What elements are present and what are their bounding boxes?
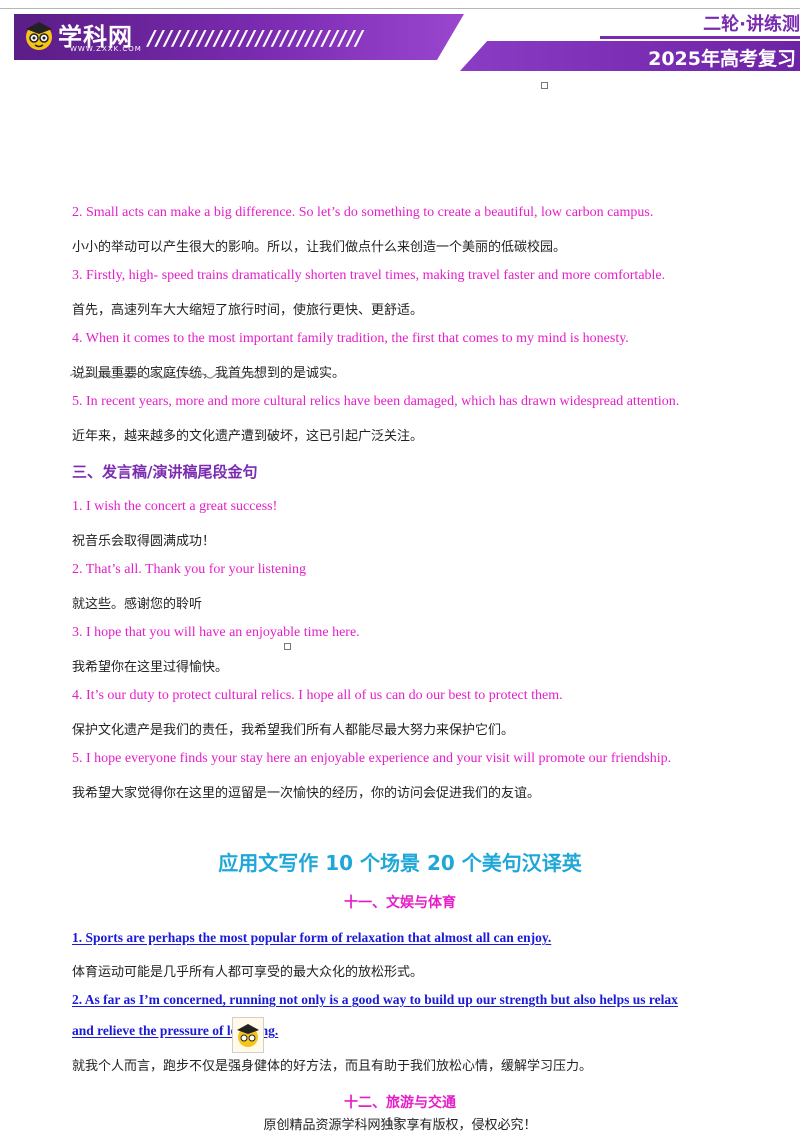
- page-header: 学科网 WWW.ZXXK.COM ///////////////////////…: [0, 0, 800, 72]
- sentence-zh: 我希望大家觉得你在这里的逗留是一次愉快的经历，你的访问会促进我们的友谊。: [72, 786, 541, 801]
- year-band: [460, 41, 800, 71]
- sentence-en-bold: 1. Sports are perhaps the most popular f…: [72, 930, 552, 945]
- sentence-zh: 说到最重要的家庭传统，我首先想到的是诚实。: [72, 366, 346, 381]
- anchor-mark-icon: [284, 643, 291, 650]
- logo-band: [14, 14, 464, 60]
- sentence-en: 1. I wish the concert a great success!: [72, 499, 278, 514]
- sentence-en: 4. It’s our duty to protect cultural rel…: [72, 688, 563, 703]
- sentence-zh: 首先，高速列车大大缩短了旅行时间，使旅行更快、更舒适。: [72, 303, 424, 318]
- logo-text: 学科网: [58, 23, 133, 51]
- logo-url: WWW.ZXXK.COM: [70, 45, 142, 53]
- sentence-zh: 保护文化遗产是我们的责任，我希望我们所有人都能尽最大努力来保护它们。: [72, 723, 515, 738]
- wavy-underline-mark: [70, 373, 263, 379]
- sentence-zh: 就我个人而言，跑步不仅是强身健体的好方法，而且有助于我们放松心情，缓解学习压力。: [72, 1059, 593, 1074]
- sentence-en: 3. I hope that you will have an enjoyabl…: [72, 625, 360, 640]
- sentence-zh: 小小的举动可以产生很大的影响。所以，让我们做点什么来创造一个美丽的低碳校园。: [72, 240, 567, 255]
- header-slash-pattern: //////////////////////////: [148, 26, 364, 50]
- sentence-en: 5. I hope everyone finds your stay here …: [72, 751, 672, 766]
- chapter-title: 应用文写作 10 个场景 20 个美句汉译英: [218, 851, 582, 875]
- mascot-logo-icon: [26, 22, 52, 50]
- page-number: 13: [386, 1114, 401, 1129]
- copyright-footer: 原创精品资源学科网独家享有版权，侵权必究！: [263, 1118, 537, 1133]
- sentence-zh: 我希望你在这里过得愉快。: [72, 660, 229, 675]
- sentence-en: 5. In recent years, more and more cultur…: [72, 394, 680, 409]
- subsection-title: 十一、文娱与体育: [344, 895, 456, 911]
- header-top-rule: [0, 8, 800, 9]
- series-title: 二轮·讲练测: [703, 14, 800, 35]
- sentence-en-bold: 2. As far as I’m concerned, running not …: [72, 992, 678, 1007]
- sentence-zh: 近年来，越来越多的文化遗产遭到破坏，这已引起广泛关注。: [72, 429, 424, 444]
- sentence-en: 2. Small acts can make a big difference.…: [72, 205, 654, 220]
- sentence-zh: 就这些。感谢您的聆听: [72, 597, 203, 612]
- sentence-en: 2. That’s all. Thank you for your listen…: [72, 562, 306, 577]
- sentence-en: 3. Firstly, high- speed trains dramatica…: [72, 268, 666, 283]
- sentence-zh: 体育运动可能是几乎所有人都可享受的最大众化的放松形式。: [72, 965, 424, 980]
- sentence-zh: 祝音乐会取得圆满成功！: [72, 534, 216, 549]
- subsection-title: 十二、旅游与交通: [344, 1095, 456, 1111]
- series-rule: [600, 36, 800, 39]
- watermark-mascot-icon: [232, 1017, 264, 1053]
- year-title: 2025年高考复习: [648, 48, 796, 70]
- sentence-en-bold: and relieve the pressure of learning.: [72, 1023, 279, 1038]
- sentence-en: 4. When it comes to the most important f…: [72, 331, 629, 346]
- anchor-mark-icon: [541, 82, 548, 89]
- section-heading: 三、发言稿/演讲稿尾段金句: [72, 463, 258, 481]
